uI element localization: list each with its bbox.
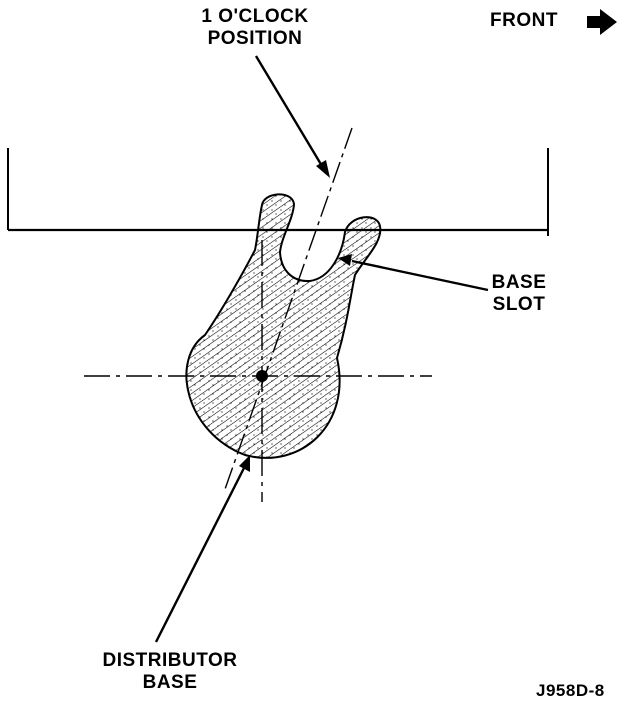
clock-position-label: 1 O'CLOCK POSITION (192, 6, 318, 50)
base-slot-label: BASE SLOT (490, 272, 548, 316)
base-slot-label-line1: BASE (491, 272, 547, 293)
center-point (256, 370, 268, 382)
distributor-base-label: DISTRIBUTOR BASE (96, 650, 244, 694)
arrow-right-icon (587, 9, 617, 35)
clock-position-leader (254, 55, 330, 178)
distributor-base-leader (154, 455, 250, 643)
clock-position-label-line2: POSITION (207, 28, 303, 49)
distributor-base-label-line1: DISTRIBUTOR (102, 650, 238, 671)
distributor-base-label-line2: BASE (142, 672, 198, 693)
clock-position-label-line1: 1 O'CLOCK (201, 6, 309, 27)
front-label: FRONT (490, 10, 558, 31)
base-slot-leader (338, 254, 489, 292)
distributor-base-shape (185, 193, 382, 459)
figure-id: J958D-8 (536, 681, 605, 700)
base-slot-label-line2: SLOT (492, 294, 546, 315)
